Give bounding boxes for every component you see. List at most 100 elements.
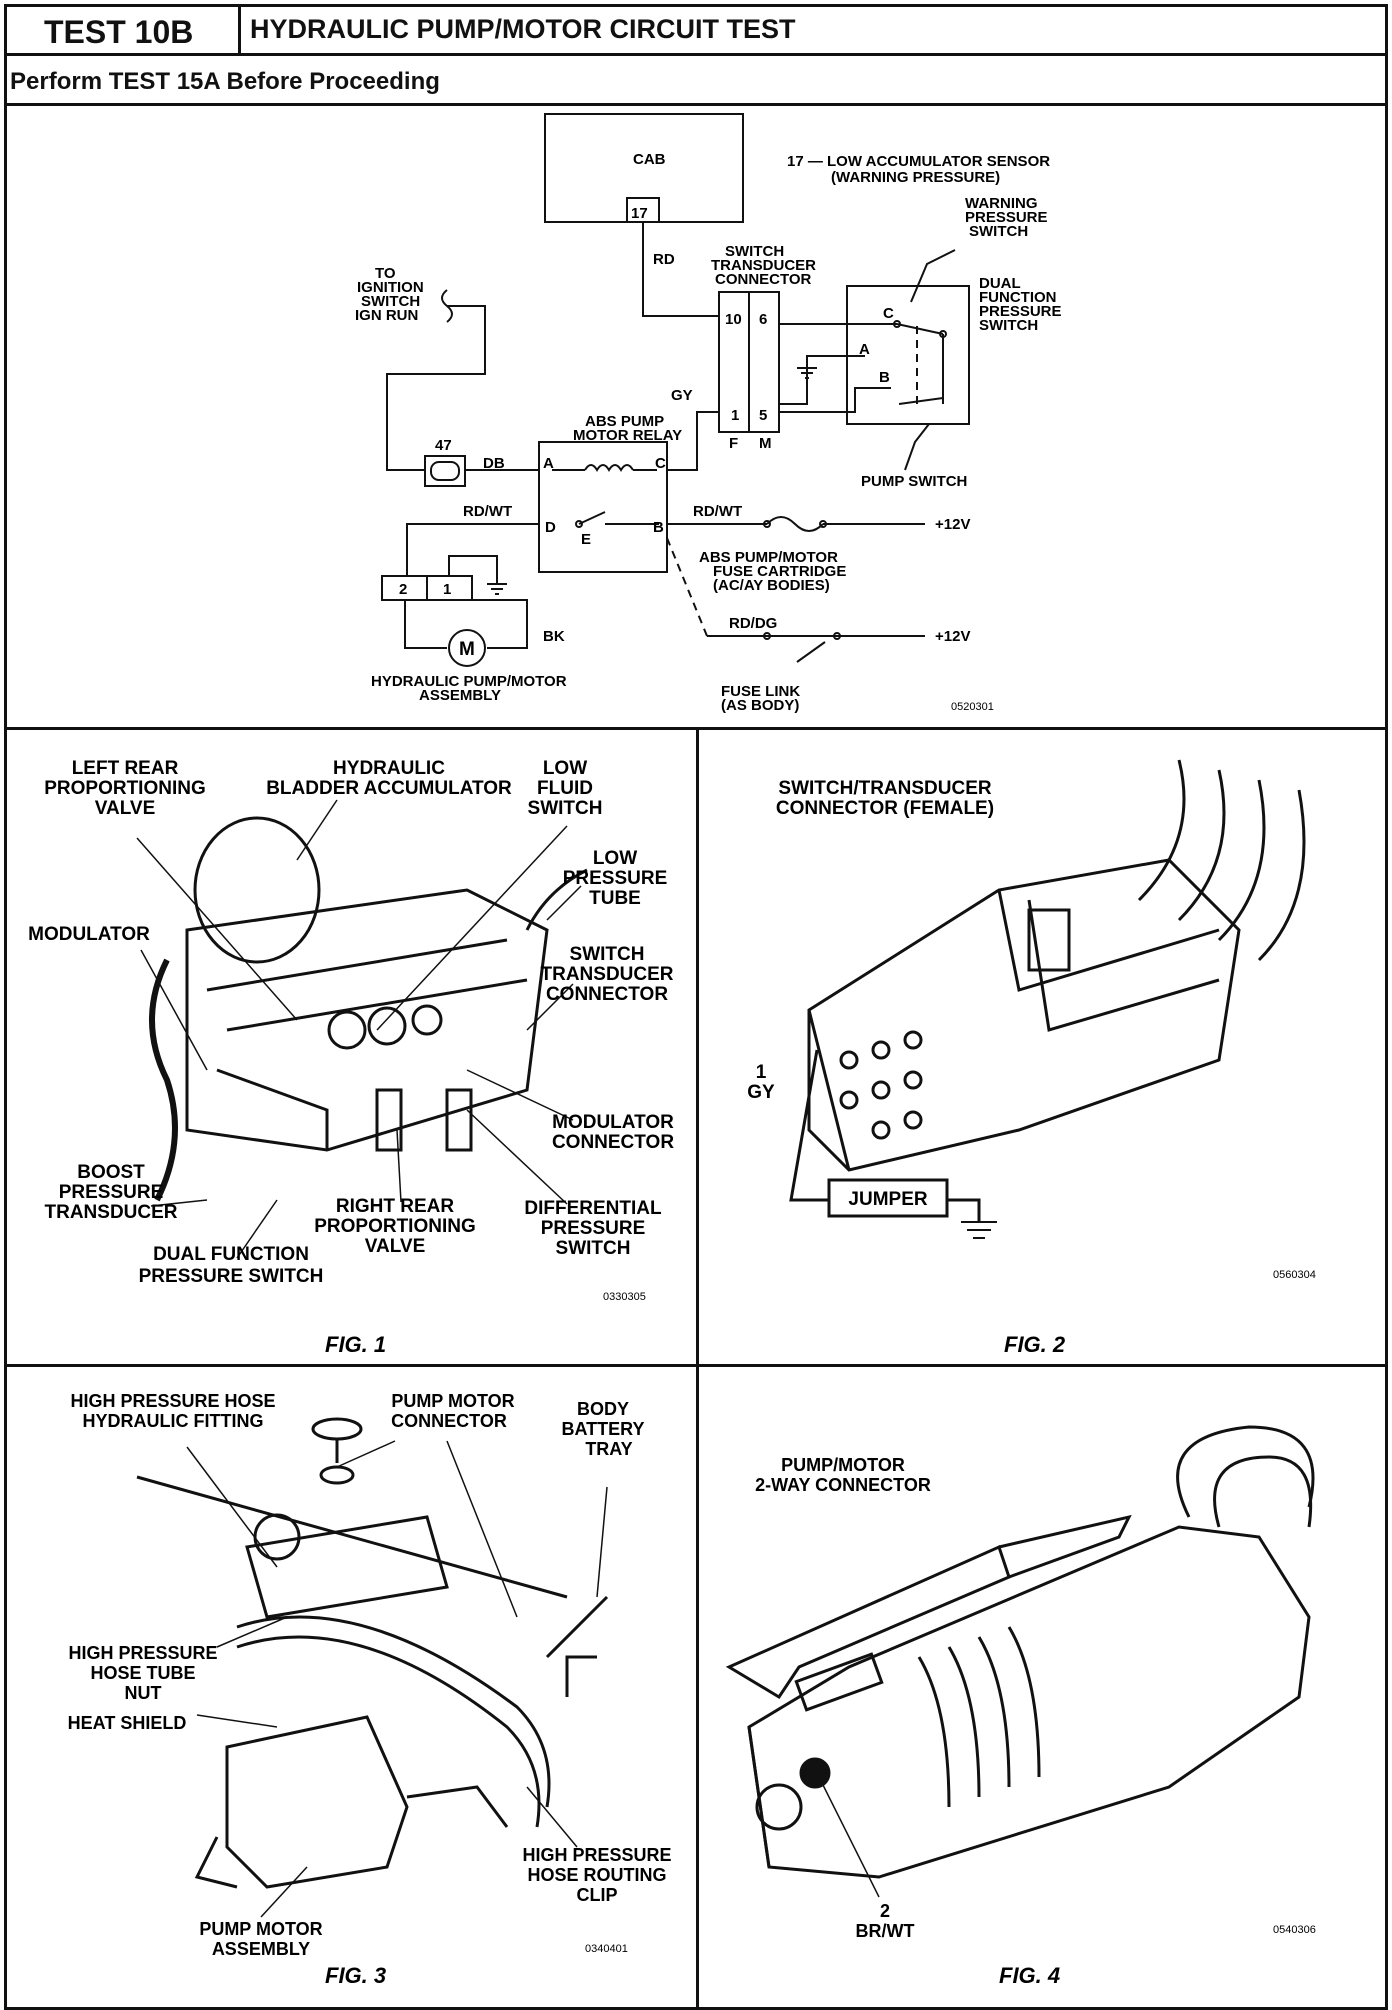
fig1-label-7a: MODULATOR: [552, 1112, 674, 1133]
jumper-box: [827, 1178, 949, 1218]
fig2-illustration: SWITCH/TRANSDUCER CONNECTOR (FEMALE) 1 G…: [747, 759, 1316, 1357]
fig3-label-2b: CONNECTOR: [391, 1411, 507, 1431]
label-p6: 6: [759, 311, 767, 328]
label-rddg: RD/DG: [729, 615, 777, 632]
label-stc1: SWITCH: [725, 243, 784, 260]
motor-m: M: [459, 639, 475, 660]
label-rdwt: RD/WT: [463, 503, 512, 520]
fig3-label-2a: PUMP MOTOR: [391, 1391, 514, 1411]
label-db: DB: [483, 455, 505, 472]
label-p5: 5: [759, 407, 767, 424]
fig1-label-11a: DUAL FUNCTION: [153, 1244, 309, 1265]
label-p10: 10: [725, 311, 742, 328]
fig4-caption: FIG. 4: [999, 1963, 1060, 1988]
fig1-label-4a: LOW: [593, 848, 637, 869]
fig4-title-1: PUMP/MOTOR: [781, 1455, 905, 1475]
fig4-title-2: 2-WAY CONNECTOR: [755, 1475, 931, 1495]
fig1-label-8c: TRANSDUCER: [45, 1202, 178, 1223]
label-pF: F: [729, 435, 738, 452]
fig2-jumper-label: JUMPER: [848, 1189, 927, 1210]
schematic-diagram: CAB 17 17 — LOW ACCUMULATOR SENSOR (WARN…: [355, 113, 1062, 714]
fig1-label-1b: PROPORTIONING: [44, 778, 206, 799]
label-relay-a: A: [543, 455, 554, 472]
label-relay-b: B: [653, 519, 664, 536]
fig3-code: 0340401: [585, 1943, 628, 1955]
fig3-label-3b: BATTERY: [562, 1419, 645, 1439]
label-ign2: IGNITION: [357, 279, 424, 296]
fig3-label-6c: CLIP: [576, 1885, 617, 1905]
fig1-label-9c: VALVE: [365, 1236, 426, 1257]
fig1-code: 0330305: [603, 1291, 646, 1303]
label-switch-a: A: [859, 341, 870, 358]
pump-motor-assembly: [225, 1715, 409, 1889]
fig1-label-8a: BOOST: [77, 1162, 145, 1183]
label-rd: RD: [653, 251, 675, 268]
fig1-label-3c: SWITCH: [528, 798, 603, 819]
fig1-label-6a: SWITCH: [570, 944, 645, 965]
label-conn-2: 2: [399, 581, 407, 598]
label-switch-b: B: [879, 369, 890, 386]
fig4-panel: [696, 1364, 1388, 2010]
dual-function-pressure-switch: [846, 285, 970, 425]
fig3-label-4c: NUT: [125, 1683, 162, 1703]
label-low-acc-2: (WARNING PRESSURE): [831, 169, 1000, 186]
fig1-label-4c: TUBE: [589, 888, 641, 909]
label-stc3: CONNECTOR: [715, 271, 812, 288]
label-ign3: SWITCH: [361, 293, 420, 310]
fig3-label-1a: HIGH PRESSURE HOSE: [70, 1391, 275, 1411]
label-c47: 47: [435, 437, 452, 454]
fig1-label-1c: VALVE: [95, 798, 156, 819]
fig1-label-10a: DIFFERENTIAL: [524, 1198, 662, 1219]
label-pM: M: [759, 435, 772, 452]
label-cab: CAB: [633, 151, 666, 168]
fig3-label-3a: BODY: [577, 1399, 629, 1419]
fig4-pin-2: 2: [880, 1901, 890, 1921]
hydraulic-pump-motor: [448, 629, 486, 667]
label-conn-1: 1: [443, 581, 451, 598]
fig1-label-10c: SWITCH: [556, 1238, 631, 1259]
fig1-label-10b: PRESSURE: [541, 1218, 646, 1239]
label-rdwt2: RD/WT: [693, 503, 742, 520]
schematic-code: 0520301: [951, 701, 994, 713]
label-p1: 1: [731, 407, 739, 424]
fig3-label-6b: HOSE ROUTING: [527, 1865, 666, 1885]
fig1-label-3a: LOW: [543, 758, 587, 779]
fig3-label-6a: HIGH PRESSURE: [522, 1845, 671, 1865]
label-pin17: 17: [631, 205, 648, 222]
fig1-caption: FIG. 1: [325, 1332, 386, 1357]
label-wps3: SWITCH: [969, 223, 1028, 240]
label-12v-b: +12V: [935, 628, 970, 645]
fig2-code: 0560304: [1273, 1269, 1316, 1281]
fig1-label-1a: LEFT REAR: [72, 758, 179, 779]
fig3-label-5: HEAT SHIELD: [68, 1713, 187, 1733]
label-ign4: IGN RUN: [355, 307, 418, 324]
fig1-illustration: LEFT REAR PROPORTIONING VALVE HYDRAULIC …: [28, 758, 674, 1357]
fig1-label-9b: PROPORTIONING: [314, 1216, 476, 1237]
page-subtitle: Perform TEST 15A Before Proceeding: [10, 68, 440, 95]
fig3-label-3c: TRAY: [585, 1439, 632, 1459]
wire-ignition: [386, 305, 486, 471]
test-id: TEST 10B: [44, 14, 194, 50]
fig3-caption: FIG. 3: [325, 1963, 386, 1988]
fig3-illustration: HIGH PRESSURE HOSE HYDRAULIC FITTING PUM…: [68, 1391, 672, 1988]
fig3-label-4a: HIGH PRESSURE: [68, 1643, 217, 1663]
fig3-label-7b: ASSEMBLY: [212, 1939, 310, 1959]
label-relay-d: D: [545, 519, 556, 536]
connector-housing: [807, 858, 1241, 1172]
test-id-divider: [238, 4, 241, 54]
fig2-pin-1: 1: [756, 1062, 767, 1083]
fig1-label-4b: PRESSURE: [563, 868, 668, 889]
label-low-acc-1: 17 — LOW ACCUMULATOR SENSOR: [787, 153, 1050, 170]
label-ign1: TO: [375, 265, 396, 282]
label-relay1: ABS PUMP: [585, 413, 664, 430]
label-dfs4: SWITCH: [979, 317, 1038, 334]
fig4-illustration: PUMP/MOTOR 2-WAY CONNECTOR 2 BR/WT 05403…: [725, 1425, 1316, 1988]
wire-gy: [667, 411, 719, 471]
label-dfs2: FUNCTION: [979, 289, 1057, 306]
label-gy: GY: [671, 387, 693, 404]
fig1-label-9a: RIGHT REAR: [336, 1196, 455, 1217]
label-fuse3: (AC/AY BODIES): [713, 577, 830, 594]
fig2-pin-gy: GY: [747, 1082, 775, 1103]
master-cylinder: [245, 1515, 449, 1619]
abs-pump-motor-relay: [538, 441, 668, 573]
